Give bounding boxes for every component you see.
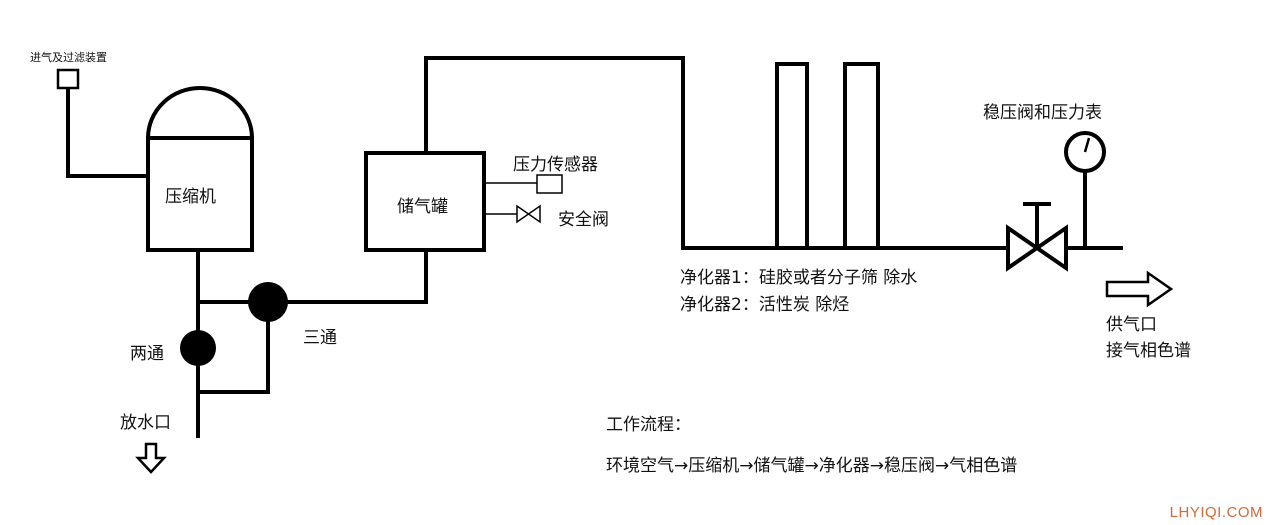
tank-inlet-pipe [268,250,428,304]
main-supply-pipe [424,56,1123,250]
intake-pipe [66,88,148,178]
drain-arrow-icon [135,442,167,474]
three-way-label: 三通 [303,328,337,348]
drain-label: 放水口 [120,413,171,433]
purifier1-label: 净化器1：硅胶或者分子筛 除水 [680,268,918,288]
purifier2-label: 净化器2：活性炭 除烃 [680,295,850,315]
pressure-sensor-box [536,174,563,194]
supply-arrow-icon [1105,270,1174,308]
regulator-label: 稳压阀和压力表 [983,103,1102,123]
compressor-label: 压缩机 [165,187,216,207]
air-tank-label: 储气罐 [397,197,448,217]
three-way-valve [248,282,288,322]
safety-valve-label: 安全阀 [558,210,609,230]
two-way-label: 两通 [130,344,164,364]
supply-outlet-label: 供气口 [1106,315,1157,335]
intake-filter-box [56,68,80,90]
workflow-text: 环境空气→压缩机→储气罐→净化器→稳压阀→气相色谱 [606,456,1018,476]
to-gc-label: 接气相色谱 [1106,341,1191,361]
purifier-column-1 [775,62,809,250]
purifier-column-2 [843,62,880,250]
workflow-title: 工作流程： [606,415,691,435]
pressure-sensor-label: 压力传感器 [513,155,598,175]
bypass-pipe [198,302,270,394]
compressor-dome [146,86,254,139]
safety-valve-icon [516,204,541,224]
two-way-valve [180,330,216,366]
intake-filter-label: 进气及过滤装置 [30,51,107,64]
watermark: LHYIQI.COM [1169,504,1263,521]
